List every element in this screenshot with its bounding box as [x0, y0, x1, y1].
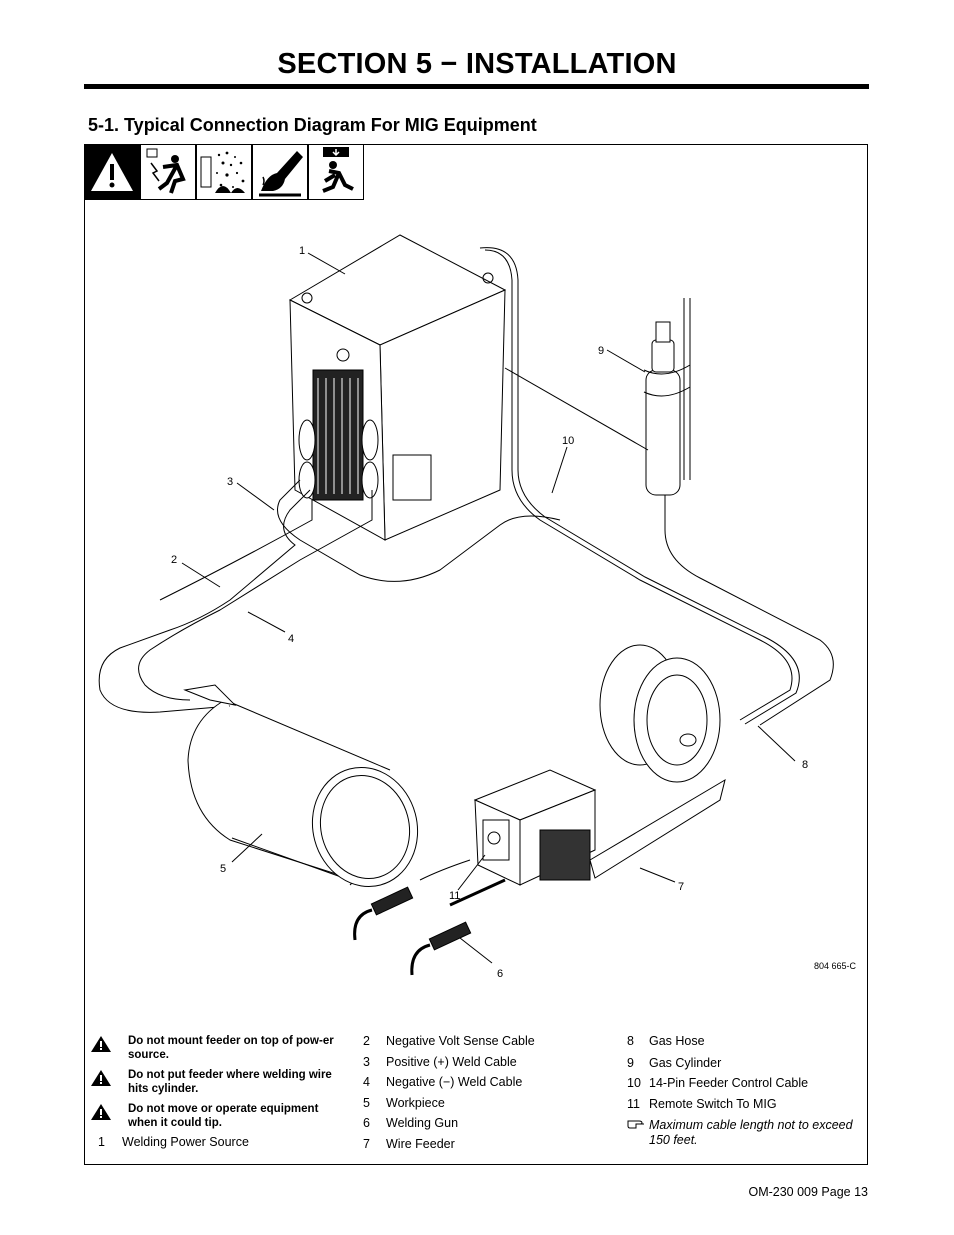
legend-number: 3 [363, 1054, 370, 1069]
warning-text: Do not mount feeder on top of pow-er sou… [128, 1035, 334, 1061]
warning-triangle-icon [91, 1070, 111, 1086]
callout-1: 1 [299, 245, 305, 257]
legend-item: 4 Negative (−) Weld Cable [363, 1075, 603, 1089]
callout-9: 9 [598, 345, 604, 357]
legend-number: 9 [627, 1055, 634, 1070]
legend-item: 8 Gas Hose [627, 1034, 862, 1048]
warning-item: Do not put feeder where welding wire hit… [90, 1069, 340, 1096]
legend-label: Gas Hose [649, 1034, 705, 1048]
warning-pictograms [84, 144, 364, 200]
callout-6: 6 [497, 968, 503, 980]
legend-number: 1 [98, 1135, 105, 1149]
note-text: Maximum cable length not to exceed 150 f… [649, 1117, 853, 1147]
legend-item: 3 Positive (+) Weld Cable [363, 1055, 603, 1069]
legend-item: 9 Gas Cylinder [627, 1056, 862, 1070]
callout-leaders [181, 252, 796, 964]
pointing-hand-icon [627, 1118, 649, 1148]
legend-number: 10 [627, 1076, 641, 1090]
legend-number: 5 [363, 1095, 370, 1110]
workpiece-illustration [183, 684, 419, 887]
wire-feeder-illustration [473, 644, 726, 886]
drawing-id: 804 665-C [814, 961, 857, 971]
legend-column-2: 2 Negative Volt Sense Cable 3 Positive (+)… [363, 1034, 603, 1151]
electric-shock-icon [140, 144, 196, 200]
legend-column-3: 8 Gas Hose 9 Gas Cylinder 10 14-Pin Feeder … [627, 1034, 862, 1148]
figure-frame [84, 144, 868, 1165]
legend-label: Positive (+) Weld Cable [386, 1054, 517, 1069]
callout-10: 10 [562, 435, 574, 447]
hot-parts-icon [252, 144, 308, 200]
warning-text: Do not put feeder where welding wire hit… [128, 1069, 332, 1095]
legend-item: 7 Wire Feeder [363, 1137, 603, 1151]
legend-column-1: Do not mount feeder on top of pow-er sou… [90, 1035, 340, 1149]
cables [98, 247, 834, 726]
legend-number: 8 [627, 1034, 634, 1048]
callout-7: 7 [678, 881, 684, 893]
welding-gun-illustration [353, 859, 506, 976]
legend-label: Negative Volt Sense Cable [386, 1034, 535, 1048]
legend-item: 6 Welding Gun [363, 1116, 603, 1130]
warning-text: Do not move or operate equipment when it… [128, 1103, 319, 1129]
legend-label: Workpiece [386, 1095, 445, 1110]
legend-label: 14-Pin Feeder Control Cable [649, 1076, 809, 1090]
cable-length-note: Maximum cable length not to exceed 150 f… [627, 1118, 862, 1148]
legend-item: 5 Workpiece [363, 1096, 603, 1110]
section-title: SECTION 5 − INSTALLATION [277, 48, 677, 80]
legend-label: Gas Cylinder [649, 1055, 722, 1070]
legend-label: Wire Feeder [386, 1136, 455, 1151]
warning-triangle-icon [91, 1104, 111, 1120]
subsection-title: 5-1. Typical Connection Diagram For MIG … [88, 115, 537, 135]
legend-number: 4 [363, 1075, 370, 1089]
callout-5: 5 [220, 863, 226, 875]
callout-3: 3 [227, 476, 233, 488]
connection-diagram: 1 2 3 4 5 6 7 8 9 10 11 [98, 234, 834, 980]
legend-item: 11 Remote Switch To MIG [627, 1097, 862, 1111]
legend-item: 10 14-Pin Feeder Control Cable [627, 1076, 862, 1090]
legend-number: 2 [363, 1034, 370, 1048]
callout-4: 4 [288, 633, 294, 645]
legend-label: Negative (−) Weld Cable [386, 1075, 523, 1089]
gas-cylinder-illustration [643, 298, 691, 496]
legend-item: 1 Welding Power Source [90, 1135, 340, 1149]
warning-item: Do not mount feeder on top of pow-er sou… [90, 1035, 340, 1062]
warning-item: Do not move or operate equipment when it… [90, 1103, 340, 1130]
legend-label: Remote Switch To MIG [649, 1096, 777, 1111]
legend-number: 7 [363, 1136, 370, 1151]
warning-triangle-icon [91, 1036, 111, 1052]
falling-equipment-icon [308, 144, 364, 200]
legend-label: Welding Gun [386, 1116, 459, 1130]
legend-label: Welding Power Source [122, 1135, 249, 1149]
legend-number: 6 [363, 1116, 370, 1130]
title-rule [84, 84, 869, 89]
hazard-triangle-icon [84, 144, 140, 200]
callout-8: 8 [802, 759, 808, 771]
legend-number: 11 [627, 1096, 640, 1111]
legend-item: 2 Negative Volt Sense Cable [363, 1034, 603, 1048]
power-source-illustration [288, 234, 507, 541]
callout-11: 11 [449, 890, 460, 902]
page-footer: OM-230 009 Page 13 [748, 1185, 868, 1199]
fire-spark-icon [196, 144, 252, 200]
callout-2: 2 [171, 554, 177, 566]
